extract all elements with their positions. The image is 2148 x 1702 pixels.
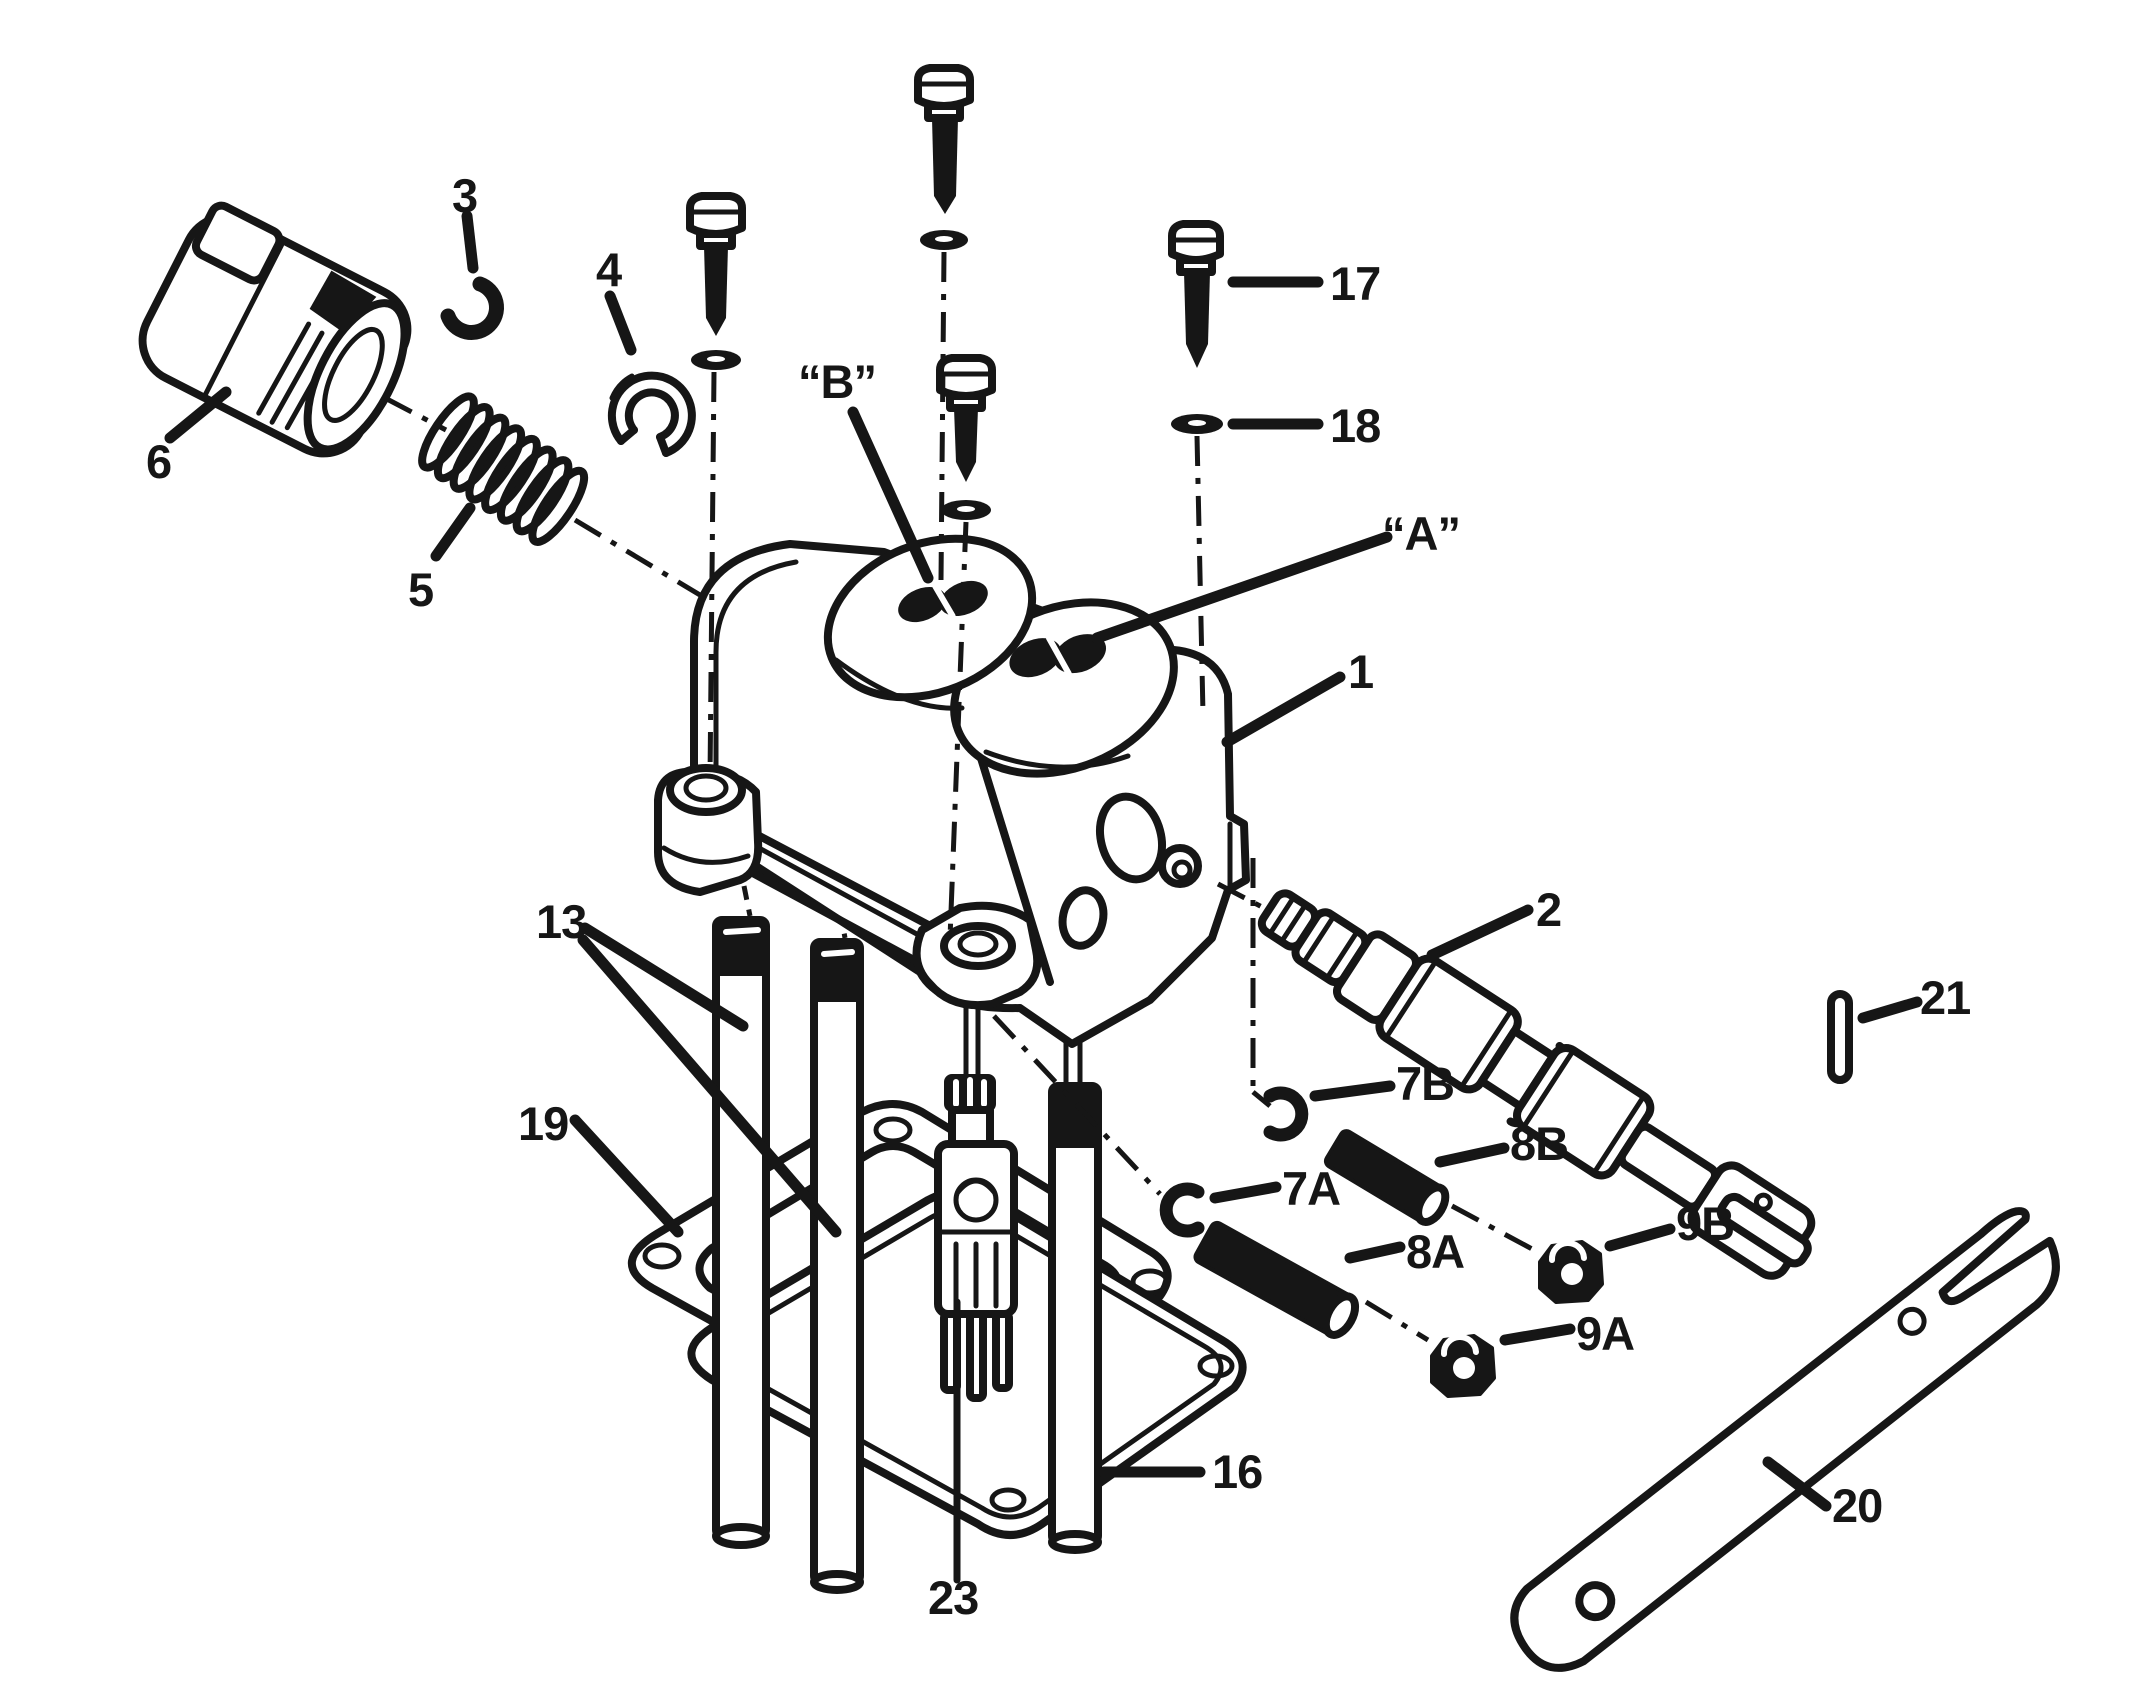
tube-13-left xyxy=(712,916,770,1549)
leader-19 xyxy=(569,1114,684,1238)
nut-9b xyxy=(1538,1240,1604,1304)
wrench-hole xyxy=(1575,1581,1616,1622)
nut-9a xyxy=(1430,1334,1496,1398)
gasket-hole xyxy=(642,1242,682,1270)
label-2: 2 xyxy=(1536,883,1561,936)
label-7a: 7A xyxy=(1282,1162,1340,1215)
leader-7a xyxy=(1209,1181,1282,1204)
leader-4 xyxy=(604,290,637,356)
leader-6 xyxy=(164,386,232,444)
label-21: 21 xyxy=(1920,971,1970,1024)
leader-port-b xyxy=(847,406,934,584)
tube-16 xyxy=(1048,973,1102,1554)
leader-9a xyxy=(1499,1323,1576,1346)
label-port-a: “A” xyxy=(1382,507,1460,560)
leader-1 xyxy=(1221,671,1346,748)
label-18: 18 xyxy=(1330,399,1380,452)
label-20: 20 xyxy=(1832,1479,1882,1532)
label-7b: 7B xyxy=(1396,1057,1454,1110)
plate-hole xyxy=(989,1487,1027,1513)
leader-21 xyxy=(1857,996,1923,1024)
label-5: 5 xyxy=(408,563,433,616)
label-4: 4 xyxy=(596,243,622,296)
wrench-hole xyxy=(1897,1306,1927,1336)
leader-9b xyxy=(1604,1223,1676,1252)
label-17: 17 xyxy=(1330,257,1380,310)
body-port-small-inner xyxy=(1171,859,1193,881)
port-a-opening xyxy=(1009,634,1107,678)
leader-13a xyxy=(579,922,749,1032)
leader-lines xyxy=(164,210,1923,1584)
pin-21 xyxy=(1827,990,1853,1084)
hidden-line xyxy=(741,885,753,917)
gasket-hole xyxy=(873,1116,913,1144)
tube-13-right xyxy=(810,938,864,1594)
cartridge-valve-23 xyxy=(934,951,1018,1402)
spring-5 xyxy=(418,392,589,546)
body-port-small xyxy=(1158,844,1202,888)
valve-bonnet xyxy=(823,534,1178,778)
label-3: 3 xyxy=(452,169,477,222)
leader-7b xyxy=(1309,1080,1396,1102)
label-9b: 9B xyxy=(1676,1197,1734,1250)
leader-3 xyxy=(461,210,479,274)
snap-ring-7a xyxy=(1159,1182,1205,1238)
plate-hole xyxy=(1197,1353,1235,1379)
body-port-teardrop xyxy=(1058,886,1108,950)
cap-bolt-left xyxy=(686,192,746,370)
part-labels: 6 3 4 5 17 18 “B” “A” 1 2 21 7B 8B 7A 8A… xyxy=(146,169,1971,1624)
label-8a: 8A xyxy=(1406,1225,1464,1278)
washer-18 xyxy=(1171,414,1223,434)
leader-5 xyxy=(430,502,476,562)
ear-hole xyxy=(957,930,999,958)
leader-port-a xyxy=(1091,531,1393,644)
pin-8b xyxy=(1323,1129,1450,1226)
label-13: 13 xyxy=(536,895,586,948)
label-16: 16 xyxy=(1212,1445,1262,1498)
leader-20 xyxy=(1762,1456,1832,1512)
leader-8a xyxy=(1344,1241,1406,1264)
cap-bolt-right xyxy=(936,354,996,520)
wrench-20 xyxy=(1510,1207,2060,1672)
leader-8b xyxy=(1434,1142,1510,1168)
seal-ring-4 xyxy=(607,371,696,457)
pin-8a xyxy=(1193,1220,1360,1339)
spool-2 xyxy=(1257,889,1816,1280)
leader-13b xyxy=(577,934,842,1238)
label-8b: 8B xyxy=(1510,1117,1568,1170)
retaining-ring-3 xyxy=(440,276,504,340)
body-port-oval xyxy=(1096,792,1166,884)
label-6: 6 xyxy=(146,435,171,488)
centerlines xyxy=(383,251,1536,1343)
label-23: 23 xyxy=(928,1571,978,1624)
cap-bolt-center xyxy=(914,64,974,250)
snap-ring-7b xyxy=(1263,1086,1309,1142)
label-port-b: “B” xyxy=(798,355,876,408)
ear-hole xyxy=(683,773,729,803)
label-19: 19 xyxy=(518,1097,568,1150)
label-1: 1 xyxy=(1348,645,1373,698)
label-9a: 9A xyxy=(1576,1307,1634,1360)
end-cap-6 xyxy=(138,201,412,458)
bolt-17 xyxy=(1168,220,1224,368)
leader-2 xyxy=(1426,904,1534,961)
